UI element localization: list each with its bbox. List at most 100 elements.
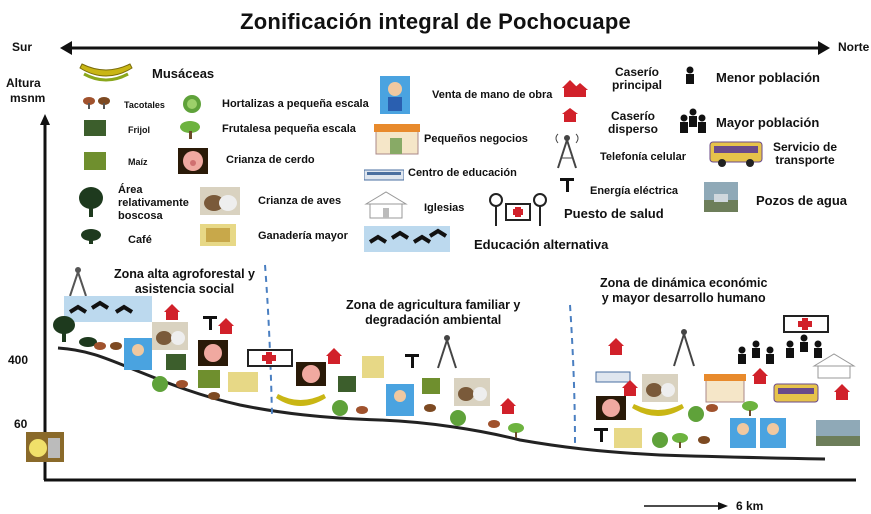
worker-icon: [730, 418, 756, 448]
main-village-icon: [608, 338, 624, 355]
zone-alta-line1: Zona alta agroforestal y: [114, 267, 256, 281]
legend-cerdo: Crianza de cerdo: [226, 154, 315, 166]
house-icon: [326, 348, 342, 364]
legend-menor-poblacion: Menor población: [716, 70, 820, 85]
y-tick-60: 60: [14, 417, 28, 431]
main-village-icon: [562, 80, 588, 97]
legend-educacion-alternativa: Educación alternativa: [474, 237, 609, 252]
person-single-icon: [686, 66, 694, 84]
pig-icon: [178, 148, 208, 174]
water-well-icon: [816, 420, 860, 446]
church-icon: [364, 191, 408, 219]
legend-iglesias: Iglesias: [424, 202, 465, 214]
house-icon: [164, 304, 180, 320]
cattle-icon: [362, 356, 384, 378]
fruit-tree-icon: [672, 433, 688, 448]
banana-icon: [632, 404, 684, 416]
legend-area-line2: relativamente: [118, 197, 189, 209]
legend-hortalizas: Hortalizas a pequeña escala: [222, 98, 369, 110]
pig-icon: [296, 362, 326, 386]
power-pole-icon: [405, 354, 419, 368]
alt-education-icon: [64, 296, 152, 322]
people-group-icon: [738, 340, 774, 364]
y-axis-label-line2: msnm: [10, 91, 46, 105]
diagram-title: Zonificación integral de Pochocuape: [240, 9, 631, 34]
cell-tower-icon: [69, 267, 87, 297]
tacotales-icon: [83, 97, 110, 109]
school-icon: [595, 371, 631, 383]
zone-alta-label: Zona alta agroforestal y asistencia soci…: [114, 267, 255, 297]
poultry-icon: [200, 187, 240, 215]
legend-caserio-disperso: Caserío disperso: [608, 110, 658, 136]
cell-tower-icon: [437, 335, 457, 369]
fruit-tree-icon: [742, 401, 758, 416]
frijol-icon: [166, 354, 186, 370]
legend-area-boscosa: Área relativamente boscosa: [118, 184, 189, 223]
legend-ganaderia: Ganadería mayor: [258, 230, 348, 242]
cabbage-icon: [652, 432, 668, 448]
legend-transporte-1: Servicio de: [773, 140, 838, 154]
tacotales-icon: [488, 420, 500, 428]
y-axis-label-line1: Altura: [6, 76, 41, 90]
legend-transporte-2: transporte: [775, 153, 835, 167]
cattle-icon: [200, 224, 236, 246]
people-group-icon: [680, 108, 706, 133]
tacotales-icon: [356, 406, 368, 414]
worker-icon: [760, 418, 786, 448]
legend-pozos: Pozos de agua: [756, 193, 848, 208]
direction-north-label: Norte: [838, 40, 870, 54]
legend-frutales: Frutalesa pequeña escala: [222, 123, 356, 135]
zone-divider-2: [569, 304, 576, 446]
worker-icon: [386, 384, 414, 416]
fruit-tree-icon: [180, 121, 200, 139]
zone-baja-label: Zona de dinámica económic y mayor desarr…: [600, 276, 767, 306]
power-pole-icon: [560, 178, 574, 192]
direction-south-label: Sur: [12, 40, 33, 54]
zone-divider-1: [264, 264, 273, 416]
y-tick-400: 400: [8, 353, 29, 367]
legend-area-line3: boscosa: [118, 210, 163, 222]
power-pole-icon: [203, 316, 217, 330]
forest-tree-icon: [53, 316, 75, 342]
banana-icon: [276, 394, 326, 406]
frijol-icon: [338, 376, 356, 392]
power-pole-icon: [594, 428, 608, 442]
legend-frijol: Frijol: [128, 125, 150, 135]
maiz-icon: [84, 152, 106, 170]
legend-musaceas: Musáceas: [152, 66, 215, 81]
frijol-icon: [84, 120, 106, 136]
tacotales-icon: [698, 436, 710, 444]
scale-arrow: [644, 502, 728, 510]
legend-cafe: Café: [128, 234, 152, 246]
cell-tower-icon: [673, 329, 695, 367]
legend-venta: Venta de mano de obra: [432, 89, 553, 101]
legend-area-line1: Área: [118, 184, 143, 196]
health-post-icon: [489, 193, 547, 226]
health-post-icon: [783, 315, 829, 333]
small-shop-icon: [704, 374, 746, 403]
house-icon: [500, 398, 516, 414]
cabbage-icon: [183, 95, 201, 113]
legend-transporte: Servicio de transporte: [773, 141, 837, 167]
pig-icon: [596, 396, 626, 420]
legend-maiz: Maíz: [128, 157, 148, 167]
house-icon: [752, 368, 768, 384]
tacotales-icon: [176, 380, 188, 388]
scale-label: 6 km: [736, 499, 764, 513]
forest-tree-icon: [79, 187, 103, 217]
legend-tacotales: Tacotales: [124, 100, 165, 110]
legend-negocios: Pequeños negocios: [424, 133, 528, 145]
poultry-icon: [152, 322, 188, 350]
legend-caserio-disperso-1: Caserío: [610, 109, 656, 123]
pig-icon: [198, 340, 228, 366]
zone-baja-line1: Zona de dinámica económic: [600, 276, 768, 290]
zone-media-line2: degradación ambiental: [365, 313, 502, 327]
school-icon: [364, 169, 404, 181]
main-village-icon: [218, 318, 234, 334]
poultry-icon: [642, 374, 678, 402]
dispersed-village-icon: [562, 108, 578, 122]
banana-icon: [79, 63, 133, 82]
legend-caserio-disperso-2: disperso: [608, 122, 659, 136]
legend-telefonia: Telefonía celular: [600, 151, 686, 163]
